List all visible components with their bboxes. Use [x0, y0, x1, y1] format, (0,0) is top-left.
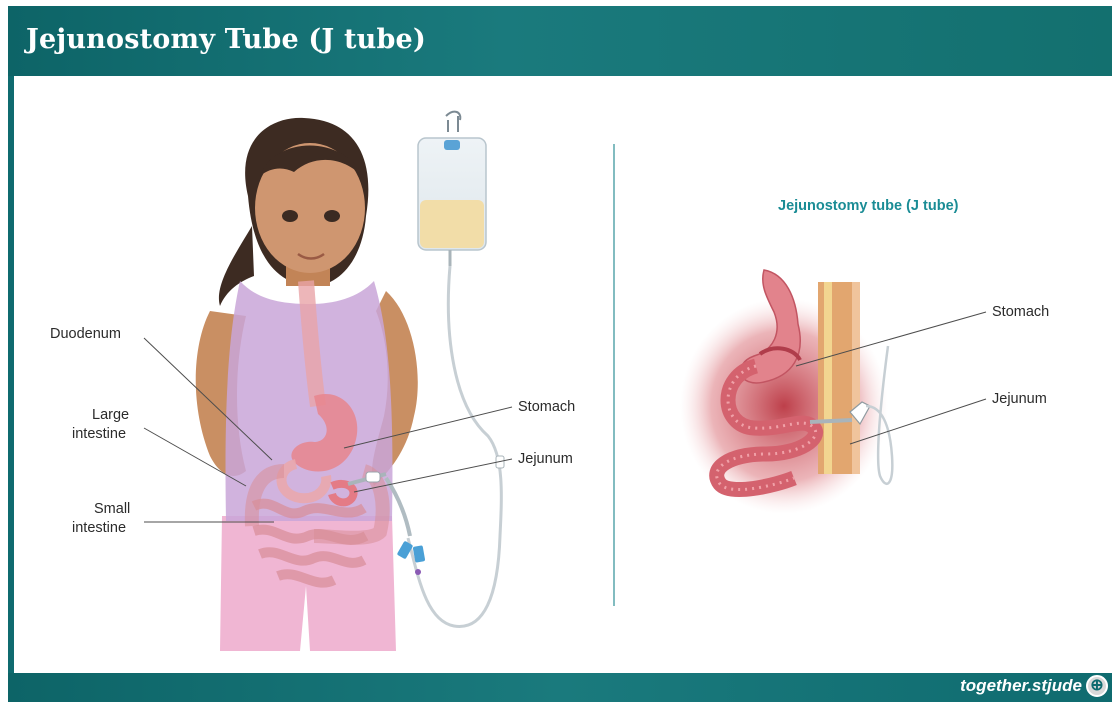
brand-text: together.stjude — [960, 676, 1082, 696]
illustration-panel: Duodenum Large intestine Small intestine… — [14, 76, 1112, 673]
child-figure — [196, 118, 418, 651]
label-duodenum: Duodenum — [50, 326, 121, 342]
page-title: Jejunostomy Tube (J tube) — [26, 24, 426, 55]
label-small-intestine-2: intestine — [72, 520, 126, 536]
feeding-tubing — [408, 266, 501, 626]
label-jejunum-left: Jejunum — [518, 451, 573, 467]
page-frame: Jejunostomy Tube (J tube) — [8, 6, 1112, 702]
footer-bar: together.stjude ⊕ — [8, 673, 1112, 702]
label-large-intestine-1: Large — [92, 407, 129, 423]
header-bar: Jejunostomy Tube (J tube) — [8, 6, 1112, 76]
right-diagram-title: Jejunostomy tube (J tube) — [778, 198, 959, 214]
label-large-intestine-2: intestine — [72, 426, 126, 442]
jtube-illustration: Duodenum Large intestine Small intestine… — [14, 76, 1112, 673]
zoom-in-icon[interactable]: ⊕ — [1086, 675, 1108, 697]
cross-section — [680, 270, 892, 514]
label-small-intestine-1: Small — [94, 501, 130, 517]
label-stomach-left: Stomach — [518, 399, 575, 415]
label-stomach-right: Stomach — [992, 304, 1049, 320]
label-jejunum-right: Jejunum — [992, 391, 1047, 407]
